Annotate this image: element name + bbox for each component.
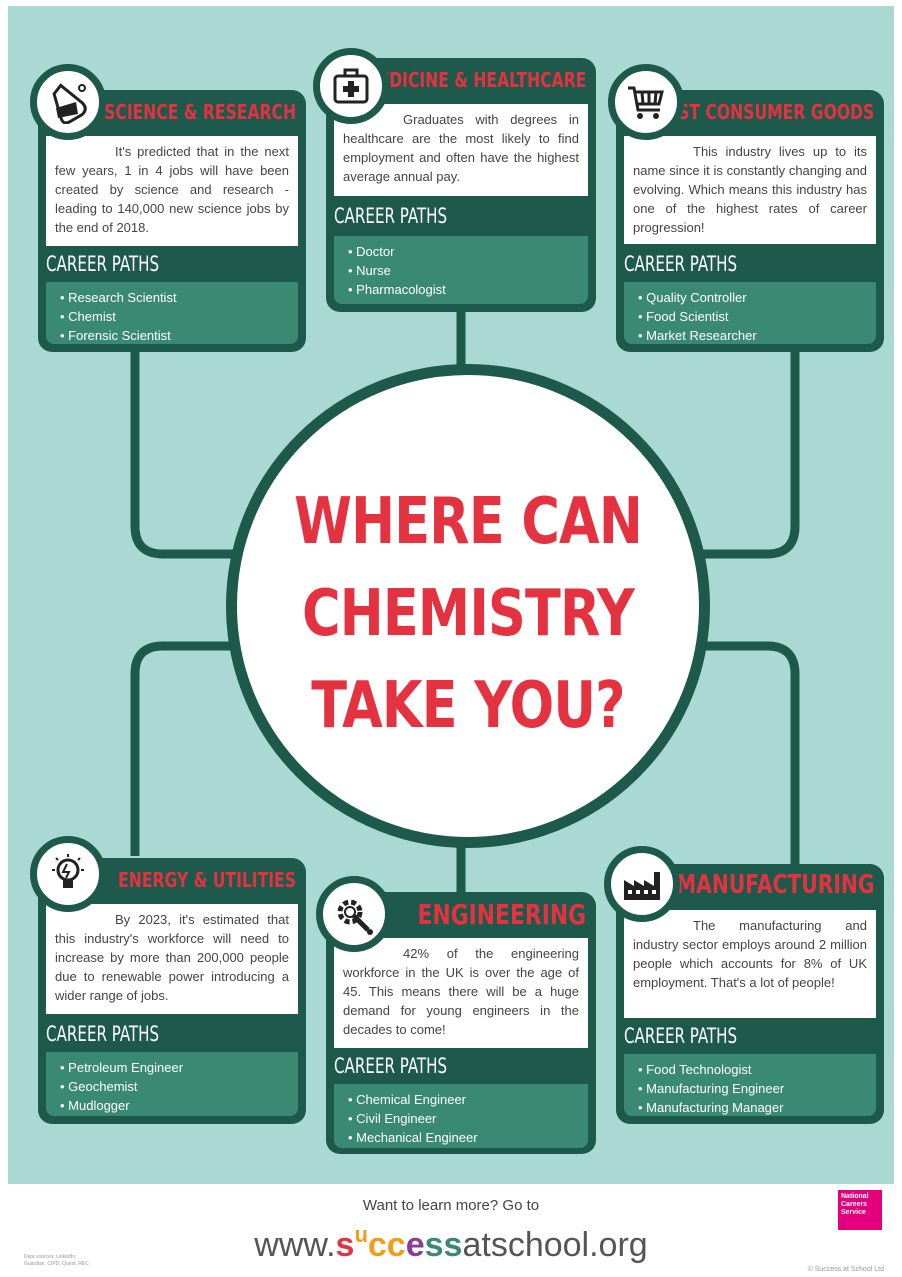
career-path-item: • Forensic Scientist [60,328,171,343]
career-paths-list: • Chemical Engineer • Civil Engineer • M… [334,1084,588,1148]
copyright: © Success at School Ltd [807,1266,884,1273]
career-path-item: • Pharmacologist [348,282,446,297]
career-paths-list: • Research Scientist • Chemist • Forensi… [46,282,298,344]
gear-wrench-icon [316,876,392,952]
career-path-item: • Chemical Engineer [348,1092,467,1107]
career-path-item: • Nurse [348,263,391,278]
career-paths-label: CAREER PATHS [624,1024,738,1048]
flask-icon [30,64,106,140]
headline-line-2: CHEMISTRY [302,577,635,651]
card-title: SCIENCE & RESEARCH [104,100,296,124]
card-description: 42% of the engineering workforce in the … [334,938,588,1048]
card-science-research: SCIENCE & RESEARCH It's predicted that i… [38,90,306,352]
connector-lines [130,306,800,896]
poster: WHERE CAN CHEMISTRY TAKE YOU? SCIENCE & … [8,6,894,1184]
website-url[interactable]: www.successatschool.org [254,1222,648,1264]
career-path-item: • Chemist [60,309,116,324]
national-careers-service-logo: National Careers Service [838,1190,882,1230]
card-description: This industry lives up to its name since… [624,136,876,244]
career-paths-label: CAREER PATHS [334,1054,448,1078]
career-paths-label: CAREER PATHS [46,1022,160,1046]
career-paths-list: • Food Technologist • Manufacturing Engi… [624,1054,876,1116]
career-paths-label: CAREER PATHS [46,252,160,276]
factory-icon [604,846,680,922]
career-path-item: • Market Researcher [638,328,757,343]
career-path-item: • Research Scientist [60,290,177,305]
data-sources: Data sources: LinkedIn, Guardian, CIPD, … [24,1254,89,1267]
career-path-item: • Civil Engineer [348,1111,437,1126]
career-paths-list: • Petroleum Engineer • Geochemist • Mudl… [46,1052,298,1116]
career-path-item: • Food Technologist [638,1062,752,1077]
career-paths-label: CAREER PATHS [334,204,448,228]
headline-line-1: WHERE CAN [294,485,643,559]
card-title: FAST CONSUMER GOODS [656,100,874,124]
card-medicine-healthcare: MEDICINE & HEALTHCARE Graduates with deg… [326,58,596,312]
career-path-item: • Doctor [348,244,395,259]
card-description: It's predicted that in the next few year… [46,136,298,246]
card-title: MANUFACTURING [675,870,874,900]
career-path-item: • Quality Controller [638,290,747,305]
lightbulb-icon [30,836,106,912]
headline: WHERE CAN CHEMISTRY TAKE YOU? [270,476,667,752]
career-paths-list: • Quality Controller • Food Scientist • … [624,282,876,344]
career-path-item: • Mechanical Engineer [348,1130,478,1145]
career-path-item: • Mudlogger [60,1098,130,1113]
career-paths-label: CAREER PATHS [624,252,738,276]
career-path-item: • Petroleum Engineer [60,1060,184,1075]
shopping-cart-icon [608,64,684,140]
card-energy-utilities: ENERGY & UTILITIES By 2023, it's estimat… [38,858,306,1124]
first-aid-kit-icon [313,48,389,124]
card-description: Graduates with degrees in healthcare are… [334,104,588,196]
card-title: ENERGY & UTILITIES [118,868,296,892]
footer-cta: Want to learn more? Go to [362,1197,540,1214]
center-circle [226,364,710,848]
career-path-item: • Manufacturing Engineer [638,1081,785,1096]
card-engineering: ENGINEERING 42% of the engineering workf… [326,892,596,1154]
career-paths-list: • Doctor • Nurse • Pharmacologist [334,236,588,304]
career-path-item: • Food Scientist [638,309,729,324]
career-path-item: • Manufacturing Manager [638,1100,784,1115]
headline-line-3: TAKE YOU? [311,669,625,743]
career-path-item: • Geochemist [60,1079,138,1094]
card-title: ENGINEERING [417,898,586,931]
card-title: MEDICINE & HEALTHCARE [362,68,586,92]
card-description: By 2023, it's estimated that this indust… [46,904,298,1014]
card-description: The manufacturing and industry sector em… [624,910,876,1018]
